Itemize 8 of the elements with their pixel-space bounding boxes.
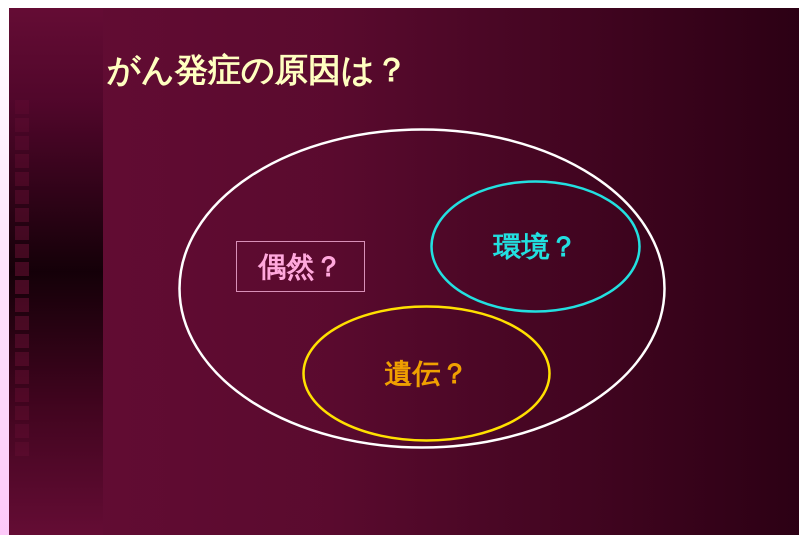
label: 偶然？	[258, 248, 342, 284]
label-box	[236, 241, 365, 292]
label: 環境？	[494, 228, 578, 264]
ellipse	[302, 305, 551, 442]
ellipse	[178, 128, 666, 449]
label: 遺伝？	[384, 356, 468, 392]
slide-title: がん発症の原因は？	[107, 49, 408, 91]
ellipse	[430, 180, 641, 313]
